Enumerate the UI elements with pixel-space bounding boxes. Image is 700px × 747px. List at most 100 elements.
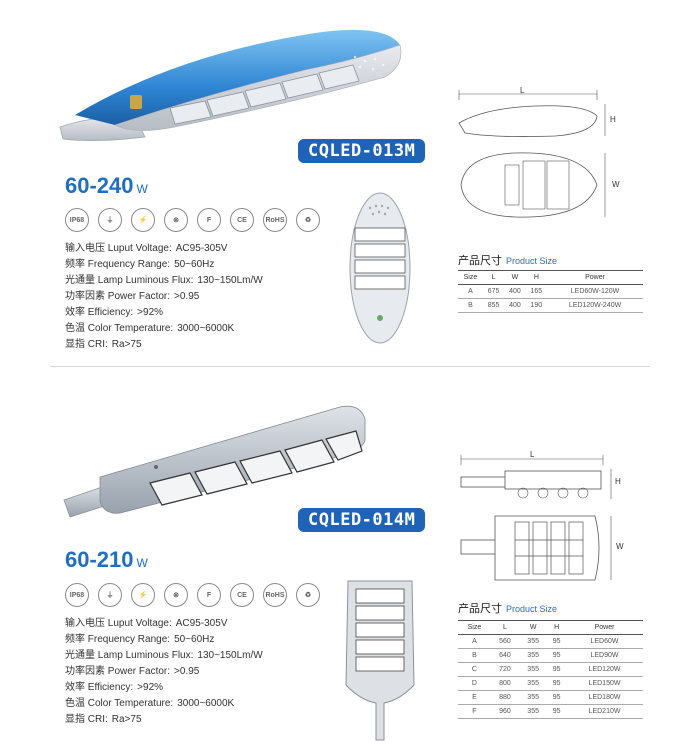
table-cell: LED90W — [566, 648, 643, 663]
size-table: Size L W H Power A 560 355 95 LED60W B 6… — [458, 620, 643, 719]
spec-line: 光通量 Lamp Luminous Flux:130~150Lm/W — [65, 273, 263, 289]
spec-value: Ra>75 — [111, 714, 142, 725]
no-mercury-icon: ⊗ — [164, 583, 188, 607]
wattage-value: 60-210 — [65, 547, 134, 572]
spec-label: 输入电压 Luput Voltage: — [65, 618, 172, 629]
table-row: E 880 355 95 LED180W — [458, 690, 643, 705]
wattage-unit: W — [136, 182, 148, 196]
spec-line: 输入电压 Luput Voltage:AC95-305V — [65, 616, 263, 632]
side-view-drawing-014m — [460, 455, 612, 499]
model-badge: CQLED-014M — [298, 508, 426, 532]
table-cell: 95 — [547, 690, 567, 705]
certification-icons: IP68 ⏚ ⚡ ⊗ F CE RoHS ♻ — [65, 583, 320, 607]
rohs-icon: RoHS — [263, 583, 287, 607]
table-cell: E — [458, 690, 491, 705]
spec-value: >0.95 — [174, 666, 200, 677]
spec-label: 光通量 Lamp Luminous Flux: — [65, 275, 194, 286]
spec-value: Ra>75 — [111, 339, 142, 350]
spec-label: 色温 Color Temperature: — [65, 323, 174, 334]
dim-label-l: L — [520, 86, 525, 95]
wattage-unit: W — [136, 556, 148, 570]
spec-value: >92% — [137, 307, 164, 318]
table-cell: 355 — [519, 648, 548, 663]
spec-label: 效率 Efficiency: — [65, 307, 134, 318]
table-cell: F — [458, 704, 491, 719]
table-row: B 640 355 95 LED90W — [458, 648, 643, 663]
recycle-icon: ♻ — [296, 208, 320, 232]
table-cell: 190 — [525, 298, 548, 313]
spec-value: 3000~6000K — [177, 698, 235, 709]
table-cell: 960 — [490, 704, 520, 719]
ground-icon: ⏚ — [98, 208, 122, 232]
table-cell: LED60W — [566, 634, 643, 649]
spec-line: 显指 CRI:Ra>75 — [65, 712, 263, 728]
size-table: Size L W H Power A 675 400 165 LED60W-12… — [458, 270, 643, 313]
table-cell: LED120W-240W — [547, 298, 643, 313]
table-cell: A — [458, 634, 491, 649]
table-header: L — [490, 620, 520, 635]
table-cell: 355 — [519, 704, 548, 719]
spec-line: 显指 CRI:Ra>75 — [65, 337, 263, 353]
table-cell: 880 — [490, 690, 520, 705]
table-row: A 560 355 95 LED60W — [458, 634, 643, 649]
ce-icon: CE — [230, 583, 254, 607]
spec-line: 功率因素 Power Factor:>0.95 — [65, 664, 263, 680]
table-cell: LED210W — [566, 704, 643, 719]
wattage-value: 60-240 — [65, 173, 134, 198]
table-cell: 720 — [490, 662, 520, 677]
spec-label: 频率 Frequency Range: — [65, 634, 171, 645]
table-cell: 95 — [547, 662, 567, 677]
table-header: W — [519, 620, 548, 635]
table-cell: B — [458, 298, 483, 313]
table-row: C 720 355 95 LED120W — [458, 662, 643, 677]
table-cell: 95 — [547, 704, 567, 719]
ground-icon: ⏚ — [98, 583, 122, 607]
efficiency-icon: ⚡ — [131, 208, 155, 232]
spec-label: 显指 CRI: — [65, 339, 108, 350]
spec-value: AC95-305V — [175, 618, 228, 629]
spec-label: 效率 Efficiency: — [65, 682, 134, 693]
table-header: Size — [458, 620, 491, 635]
table-cell: 640 — [490, 648, 520, 663]
table-cell: 400 — [504, 284, 526, 299]
table-cell: 560 — [490, 634, 520, 649]
table-cell: LED60W-120W — [547, 284, 643, 299]
table-cell: 855 — [482, 298, 505, 313]
table-header-row: Size L W H Power — [458, 620, 643, 635]
spec-line: 功率因素 Power Factor:>0.95 — [65, 289, 263, 305]
rohs-icon: RoHS — [263, 208, 287, 232]
spec-label: 功率因素 Power Factor: — [65, 666, 171, 677]
size-title-en: Product Size — [506, 256, 558, 266]
f-mark-icon: F — [197, 583, 221, 607]
table-header: Power — [566, 620, 643, 635]
table-cell: 165 — [525, 284, 548, 299]
table-header: L — [482, 270, 505, 285]
table-cell: 800 — [490, 676, 520, 691]
spec-line: 输入电压 Luput Voltage:AC95-305V — [65, 241, 263, 257]
ce-icon: CE — [230, 208, 254, 232]
spec-value: 50~60Hz — [174, 634, 215, 645]
dim-label-h: H — [610, 115, 616, 124]
size-title-en: Product Size — [506, 604, 558, 614]
table-cell: 355 — [519, 676, 548, 691]
table-cell: B — [458, 648, 491, 663]
table-header: H — [547, 620, 567, 635]
dim-label-w: W — [612, 180, 620, 189]
size-title-cn: 产品尺寸 — [458, 255, 502, 267]
table-header: Size — [458, 270, 483, 285]
spec-line: 光通量 Lamp Luminous Flux:130~150Lm/W — [65, 648, 263, 664]
table-row: F 960 355 95 LED210W — [458, 704, 643, 719]
spec-value: 130~150Lm/W — [197, 275, 263, 286]
spec-line: 色温 Color Temperature:3000~6000K — [65, 696, 263, 712]
table-cell: 675 — [482, 284, 505, 299]
spec-value: 130~150Lm/W — [197, 650, 263, 661]
recycle-icon: ♻ — [296, 583, 320, 607]
dim-label-h: H — [615, 477, 621, 486]
street-lamp-014m-image — [63, 405, 366, 518]
table-cell: D — [458, 676, 491, 691]
spec-value: 50~60Hz — [174, 259, 215, 270]
product-size-title: 产品尺寸 Product Size — [458, 252, 557, 268]
